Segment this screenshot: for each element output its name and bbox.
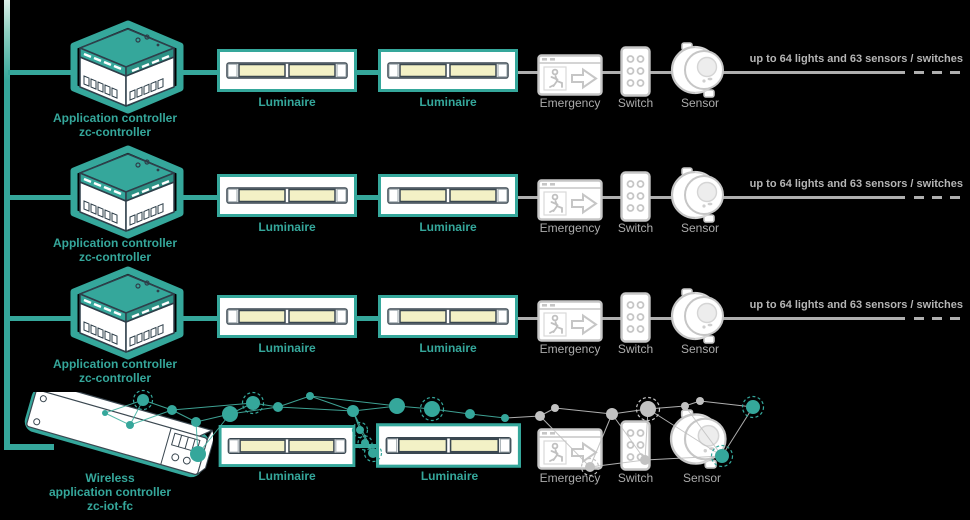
luminaire-label: Luminaire	[419, 220, 477, 234]
line-continuation-dash	[914, 71, 924, 74]
switch-label: Switch	[617, 221, 654, 235]
capacity-note: up to 64 lights and 63 sensors / switche…	[749, 53, 963, 65]
emergency-light-icon	[537, 50, 603, 96]
sensor-label: Sensor	[680, 342, 720, 356]
line-continuation-dash	[914, 196, 924, 199]
controller-label-line2: zc-controller	[78, 250, 151, 264]
luminaire-icon	[217, 49, 357, 92]
line-continuation-dash	[950, 317, 960, 320]
sensor-label: Sensor	[682, 471, 722, 485]
controller-label-line1: Application controller	[52, 357, 177, 371]
line-continuation-dash	[950, 196, 960, 199]
sensor-label: Sensor	[680, 221, 720, 235]
emergency-light-icon	[537, 424, 603, 470]
luminaire-label: Luminaire	[258, 220, 316, 234]
controller-label-line2: zc-controller	[78, 371, 151, 385]
controller-label-line2: application controller	[48, 485, 171, 499]
line-continuation-dash	[914, 317, 924, 320]
switch-label: Switch	[617, 471, 654, 485]
luminaire-label: Luminaire	[419, 95, 477, 109]
emergency-label: Emergency	[539, 221, 601, 235]
controller-label-line2: zc-controller	[78, 125, 151, 139]
luminaire-label: Luminaire	[420, 469, 479, 483]
luminaire-label: Luminaire	[258, 469, 316, 483]
motion-sensor-icon	[668, 408, 734, 470]
luminaire-label: Luminaire	[258, 95, 316, 109]
line-continuation-dash	[932, 196, 942, 199]
application-controller-icon	[50, 262, 184, 362]
line-continuation-dash	[932, 71, 942, 74]
line-continuation-dash	[950, 71, 960, 74]
luminaire-icon	[376, 422, 521, 469]
backbone-bus-elbow	[4, 444, 54, 450]
line-continuation-dash	[932, 317, 942, 320]
luminaire-label: Luminaire	[258, 341, 316, 355]
backbone-bus-line	[4, 0, 10, 450]
motion-sensor-icon	[670, 287, 730, 345]
luminaire-icon	[217, 174, 357, 217]
capacity-note: up to 64 lights and 63 sensors / switche…	[749, 299, 963, 311]
switch-label: Switch	[617, 96, 654, 110]
controller-label-line1: Wireless	[85, 471, 135, 485]
emergency-label: Emergency	[539, 96, 601, 110]
switch-label: Switch	[617, 342, 654, 356]
capacity-note: up to 64 lights and 63 sensors / switche…	[749, 178, 963, 190]
luminaire-icon	[217, 295, 357, 338]
application-controller-icon	[50, 141, 184, 241]
luminaire-icon	[378, 49, 518, 92]
luminaire-icon	[378, 174, 518, 217]
emergency-light-icon	[537, 296, 603, 342]
luminaire-icon	[217, 425, 357, 467]
luminaire-label: Luminaire	[419, 341, 477, 355]
luminaire-icon	[378, 295, 518, 338]
controller-label-line3: zc-iot-fc	[87, 499, 133, 513]
controller-label-line1: Application controller	[52, 236, 177, 250]
motion-sensor-icon	[670, 41, 730, 99]
sensor-label: Sensor	[680, 96, 720, 110]
controller-label-line1: Application controller	[52, 111, 177, 125]
wall-switch-icon	[620, 420, 651, 471]
application-controller-icon	[50, 16, 184, 116]
emergency-light-icon	[537, 175, 603, 221]
motion-sensor-icon	[670, 166, 730, 224]
emergency-label: Emergency	[539, 342, 601, 356]
